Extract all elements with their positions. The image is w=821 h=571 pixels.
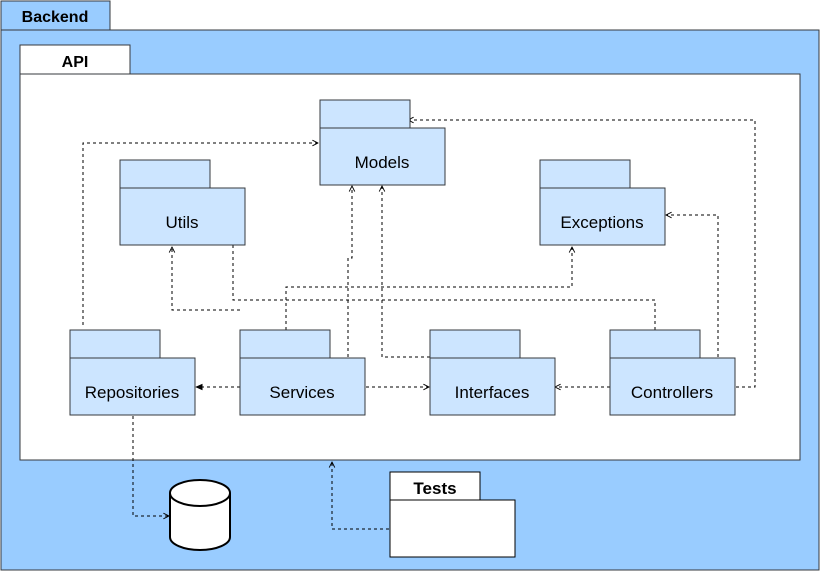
services-package: Services [239, 329, 366, 416]
edge-controllers-models [408, 120, 756, 388]
edge-services-exceptions [285, 247, 572, 330]
repositories-package: Repositories [69, 329, 196, 416]
controllers-tab [609, 329, 701, 359]
interfaces-tab [429, 329, 521, 359]
exceptions-package: Exceptions [539, 159, 666, 246]
interfaces-package: Interfaces [429, 329, 556, 416]
tests-package: Tests [389, 471, 516, 558]
edge-repositories-models [82, 143, 318, 325]
backend-tab [0, 0, 111, 31]
edge-controllers-exceptions [666, 215, 719, 357]
repositories-body [69, 357, 196, 416]
edge-tests-api [332, 462, 389, 530]
connectors [82, 120, 756, 530]
tests-body [389, 499, 516, 558]
api-label: API [62, 54, 89, 71]
services-tab [239, 329, 331, 359]
exceptions-body [539, 187, 666, 246]
services-body [239, 357, 366, 416]
interfaces-body [429, 357, 556, 416]
utils-package: Utils [119, 159, 246, 246]
utils-tab [119, 159, 211, 189]
models-tab [319, 99, 411, 129]
utils-body [119, 187, 246, 246]
edge-services-utils [172, 247, 240, 311]
backend-label: Backend [22, 9, 89, 26]
controllers-label: Controllers [631, 383, 713, 402]
exceptions-label: Exceptions [560, 213, 643, 232]
tests-tab [389, 471, 481, 501]
database-icon [169, 479, 231, 551]
interfaces-label: Interfaces [455, 383, 530, 402]
utils-label: Utils [165, 213, 198, 232]
models-package: Models [319, 99, 446, 186]
tests-label: Tests [413, 479, 456, 498]
exceptions-tab [539, 159, 631, 189]
repositories-tab [69, 329, 161, 359]
repositories-label: Repositories [85, 383, 180, 402]
controllers-body [609, 357, 736, 416]
edge-services-models [347, 186, 352, 357]
edge-interfaces-models [382, 186, 430, 358]
edge-controllers-utils [233, 239, 656, 330]
models-label: Models [355, 153, 410, 172]
api-tab [19, 44, 131, 75]
controllers-package: Controllers [609, 329, 736, 416]
services-label: Services [269, 383, 334, 402]
models-body [319, 127, 446, 186]
